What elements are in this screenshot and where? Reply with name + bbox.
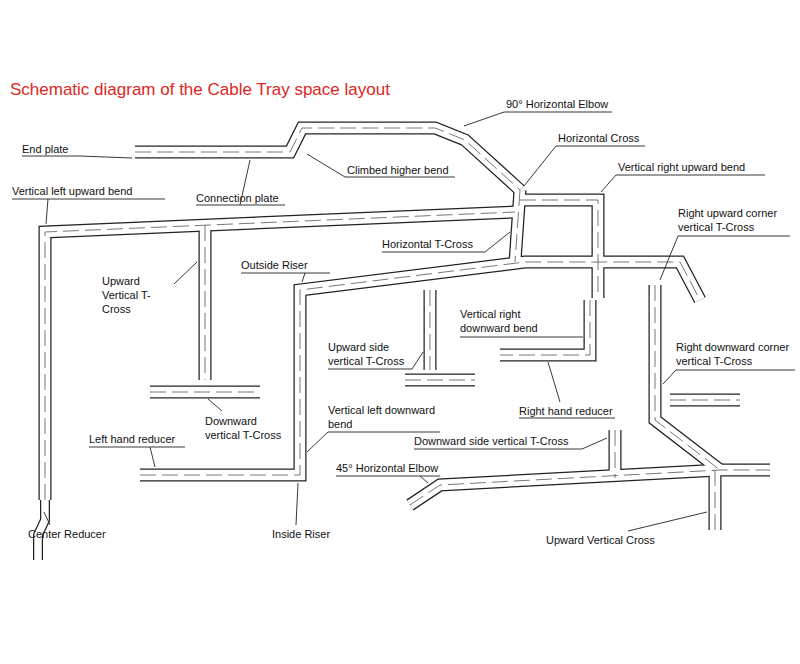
cable-tray-run: [424, 290, 437, 370]
cable-tray-run: [710, 470, 721, 530]
leader-line: [420, 476, 428, 483]
leader-line: [601, 175, 765, 192]
leader-line: [307, 154, 455, 177]
part-label: Vertical left downward bend: [328, 403, 438, 431]
cable-tray-run: [425, 290, 436, 370]
cable-tray-run: [405, 380, 475, 381]
part-label: 45° Horizontal Elbow: [336, 461, 438, 475]
cable-tray-run: [609, 430, 622, 478]
part-label: Right hand reducer: [519, 404, 613, 418]
leader-line: [241, 273, 330, 274]
cable-tray-run: [715, 470, 716, 530]
cable-tray-run: [515, 190, 520, 262]
leader-line: [174, 262, 197, 284]
cable-tray-run: [135, 128, 520, 190]
cable-tray-run: [670, 395, 740, 406]
cable-tray-run: [655, 285, 720, 470]
part-label: Upward Vertical T-Cross: [102, 274, 174, 316]
leader-line: [208, 399, 222, 411]
cable-tray-run: [520, 200, 598, 298]
cable-tray-run: [45, 212, 515, 500]
leader-line: [302, 273, 305, 282]
part-label: Connection plate: [196, 191, 279, 205]
leader-line: [382, 232, 510, 252]
cable-tray-run: [135, 128, 520, 190]
cable-tray-run: [670, 400, 740, 401]
leader-line: [328, 432, 440, 433]
part-label: End plate: [22, 142, 68, 156]
cable-tray-run: [199, 225, 212, 380]
part-label: Vertical right downward bend: [460, 307, 572, 335]
leader-line: [44, 512, 50, 525]
cable-tray-run: [150, 387, 260, 398]
cable-tray-run: [45, 212, 515, 500]
cable-tray-run: [520, 200, 598, 298]
leader-line: [150, 447, 155, 467]
cable-tray-run: [150, 392, 260, 393]
cable-tray-run: [520, 200, 598, 298]
cable-tray-run: [410, 470, 770, 505]
leader-line: [660, 236, 678, 280]
part-label: Climbed higher bend: [347, 163, 449, 177]
cable-tray-run: [150, 386, 260, 399]
part-label: Downward vertical T-Cross: [205, 414, 290, 442]
part-label: Horizontal T-Cross: [382, 237, 473, 251]
cable-tray-run: [200, 225, 211, 380]
part-label: Right upward corner vertical T-Cross: [678, 206, 790, 234]
leader-line: [12, 199, 165, 200]
part-label: Center Reducer: [28, 527, 106, 541]
cable-tray-run: [135, 128, 520, 190]
part-label: Upward Vertical Cross: [546, 533, 655, 547]
leader-line: [663, 370, 676, 384]
part-label: Vertical left upward bend: [12, 184, 132, 198]
leader-line: [548, 362, 560, 402]
part-label: Horizontal Cross: [558, 131, 639, 145]
cable-tray-run: [515, 190, 520, 262]
leader-line: [22, 156, 132, 158]
leader-line: [464, 112, 612, 126]
leader-line: [678, 236, 790, 237]
cable-tray-run: [405, 375, 475, 386]
cable-tray-run: [615, 430, 616, 478]
part-label: Downward side vertical T-Cross: [414, 434, 568, 448]
leader-group: [12, 112, 795, 531]
leader-line: [89, 447, 185, 448]
part-label: Upward side vertical T-Cross: [328, 340, 418, 368]
leader-line: [336, 476, 440, 477]
leader-line: [628, 512, 707, 531]
leader-line: [296, 483, 298, 525]
cable-tray-run: [430, 290, 431, 370]
cable-tray-run: [140, 262, 700, 475]
leader-line: [460, 337, 583, 338]
leader-line: [307, 432, 328, 452]
leader-line: [46, 199, 48, 224]
part-label: Vertical right upward bend: [618, 160, 745, 174]
cable-tray-run: [45, 212, 515, 500]
cable-tray-run: [610, 430, 621, 478]
cable-tray-run: [709, 470, 722, 530]
tray-group: [38, 128, 770, 560]
leader-line: [676, 370, 795, 371]
cable-tray-run: [205, 225, 206, 380]
part-label: Outside Riser: [241, 258, 308, 272]
diagram-title: Schematic diagram of the Cable Tray spac…: [10, 80, 390, 100]
cable-tray-run: [405, 374, 475, 387]
cable-tray-run: [655, 285, 720, 470]
cable-tray-run: [670, 394, 740, 407]
part-label: Right downward corner vertical T-Cross: [676, 340, 794, 368]
part-label: 90° Horizontal Elbow: [506, 97, 608, 111]
part-label: Inside Riser: [272, 527, 330, 541]
part-label: Left hand reducer: [89, 432, 175, 446]
leader-line: [519, 418, 615, 419]
cable-tray-run: [515, 190, 520, 262]
cable-tray-run: [655, 285, 720, 470]
